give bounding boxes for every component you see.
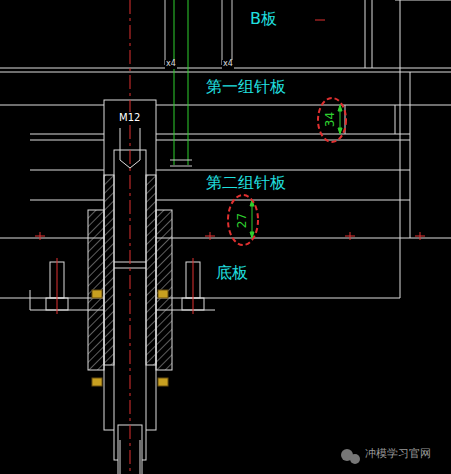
dimension-value: 27 — [236, 212, 249, 229]
first-ejector-plate: 第一组针板 — [30, 72, 410, 134]
pin-note: x4 — [165, 60, 177, 69]
thread-size: M12 — [118, 112, 141, 123]
second-ejector-plate: 第二组针板 — [30, 140, 410, 200]
plate-label: B板 — [248, 10, 279, 28]
pin-note: x4 — [222, 60, 234, 69]
plate-label: 底板 — [214, 264, 250, 282]
dimension-value: 34 — [324, 111, 337, 128]
bottom-plate: 底板 — [0, 238, 400, 298]
plate-label: 第一组针板 — [204, 78, 288, 96]
watermark: 冲模学习官网 — [364, 448, 432, 460]
b-plate: B板 — [160, 0, 400, 68]
plate-label: 第二组针板 — [204, 174, 288, 192]
